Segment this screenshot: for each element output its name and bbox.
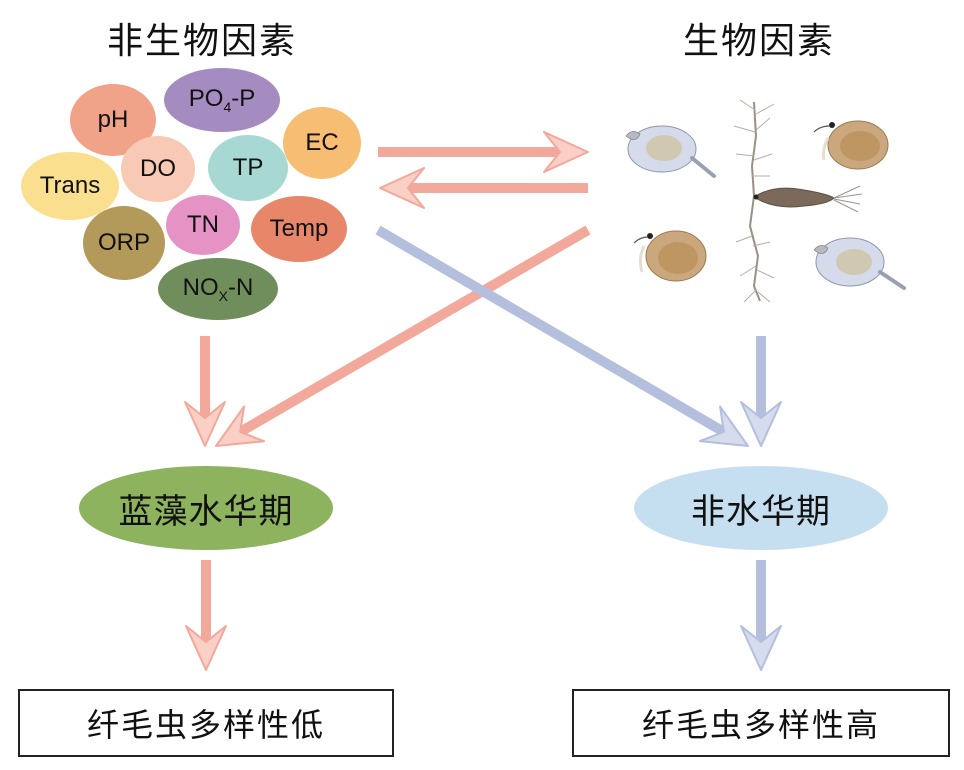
- arrow-abiotic-to-bloom: [184, 336, 226, 447]
- arrow-abiotic-to-biotic: [378, 131, 589, 173]
- factor-po4-p: PO4-P: [164, 68, 280, 132]
- factor-temp: Temp: [251, 196, 347, 262]
- biotic-factors-title: 生物因素: [683, 21, 836, 62]
- factor-label: pH: [97, 106, 129, 133]
- factor-ec: EC: [283, 107, 361, 179]
- non-bloom-phase-node: 非水华期: [634, 466, 888, 550]
- arrow-head-icon: [740, 625, 782, 671]
- arrow-head-icon: [698, 405, 749, 447]
- factor-trans: Trans: [21, 152, 119, 220]
- bloom-phase-label: 蓝藻水华期: [118, 491, 294, 532]
- non-bloom-phase-label: 非水华期: [691, 491, 831, 532]
- factor-label-tail: -P: [231, 85, 256, 112]
- factor-label-sub: 4: [223, 99, 232, 115]
- factor-do: DO: [121, 136, 195, 202]
- factor-label: ORP: [97, 229, 150, 256]
- arrow-nonbloom-to-high: [740, 560, 782, 671]
- arrow-shaft: [375, 225, 727, 437]
- cladoceran-bottom-left-icon: [633, 230, 707, 282]
- factor-label: DO: [140, 155, 176, 182]
- factor-label-tail: -N: [228, 274, 254, 301]
- result-low-diversity-label: 纤毛虫多样性低: [86, 706, 325, 744]
- bloom-phase-node: 蓝藻水华期: [79, 466, 333, 550]
- arrow-head-icon: [184, 401, 226, 447]
- arrow-head-icon: [215, 405, 266, 447]
- rotifer-top-left-icon: [625, 125, 716, 178]
- result-low-diversity-box: 纤毛虫多样性低: [18, 689, 394, 757]
- factor-label-sub: X: [218, 288, 228, 304]
- result-high-diversity-box: 纤毛虫多样性高: [572, 689, 950, 757]
- factor-orp: ORP: [83, 206, 165, 280]
- cladoceran-top-right-icon: [813, 120, 889, 170]
- arrow-shaft: [237, 225, 591, 437]
- factor-label: PO4-P: [189, 85, 255, 115]
- factor-label-main: NO: [182, 274, 219, 301]
- arrow-biotic-to-nonbloom: [740, 336, 782, 447]
- arrow-abiotic-to-nonbloom: [375, 225, 749, 447]
- arrow-head-icon: [185, 625, 227, 671]
- factor-label: TN: [187, 211, 219, 238]
- factor-tp: TP: [208, 135, 288, 201]
- factor-label-main: PO: [188, 85, 224, 112]
- arrow-biotic-to-abiotic: [379, 167, 588, 209]
- arrow-bloom-to-low: [185, 560, 227, 671]
- abiotic-factors-title: 非生物因素: [107, 21, 298, 62]
- arrow-head-icon: [379, 167, 425, 209]
- rotifer-bottom-right-icon: [813, 237, 906, 290]
- result-high-diversity-label: 纤毛虫多样性高: [641, 706, 880, 744]
- factor-label: TP: [232, 154, 264, 181]
- factor-label: Trans: [39, 172, 101, 199]
- factor-tn: TN: [166, 195, 240, 255]
- copepod-center-icon: [733, 99, 863, 303]
- arrow-head-icon: [740, 401, 782, 447]
- factor-label: Temp: [269, 215, 329, 242]
- arrow-head-icon: [543, 131, 589, 173]
- factor-label: EC: [305, 129, 339, 156]
- factor-nox-n: NOX-N: [158, 258, 278, 320]
- arrow-biotic-to-bloom: [215, 225, 591, 447]
- factor-label: NOX-N: [183, 274, 254, 304]
